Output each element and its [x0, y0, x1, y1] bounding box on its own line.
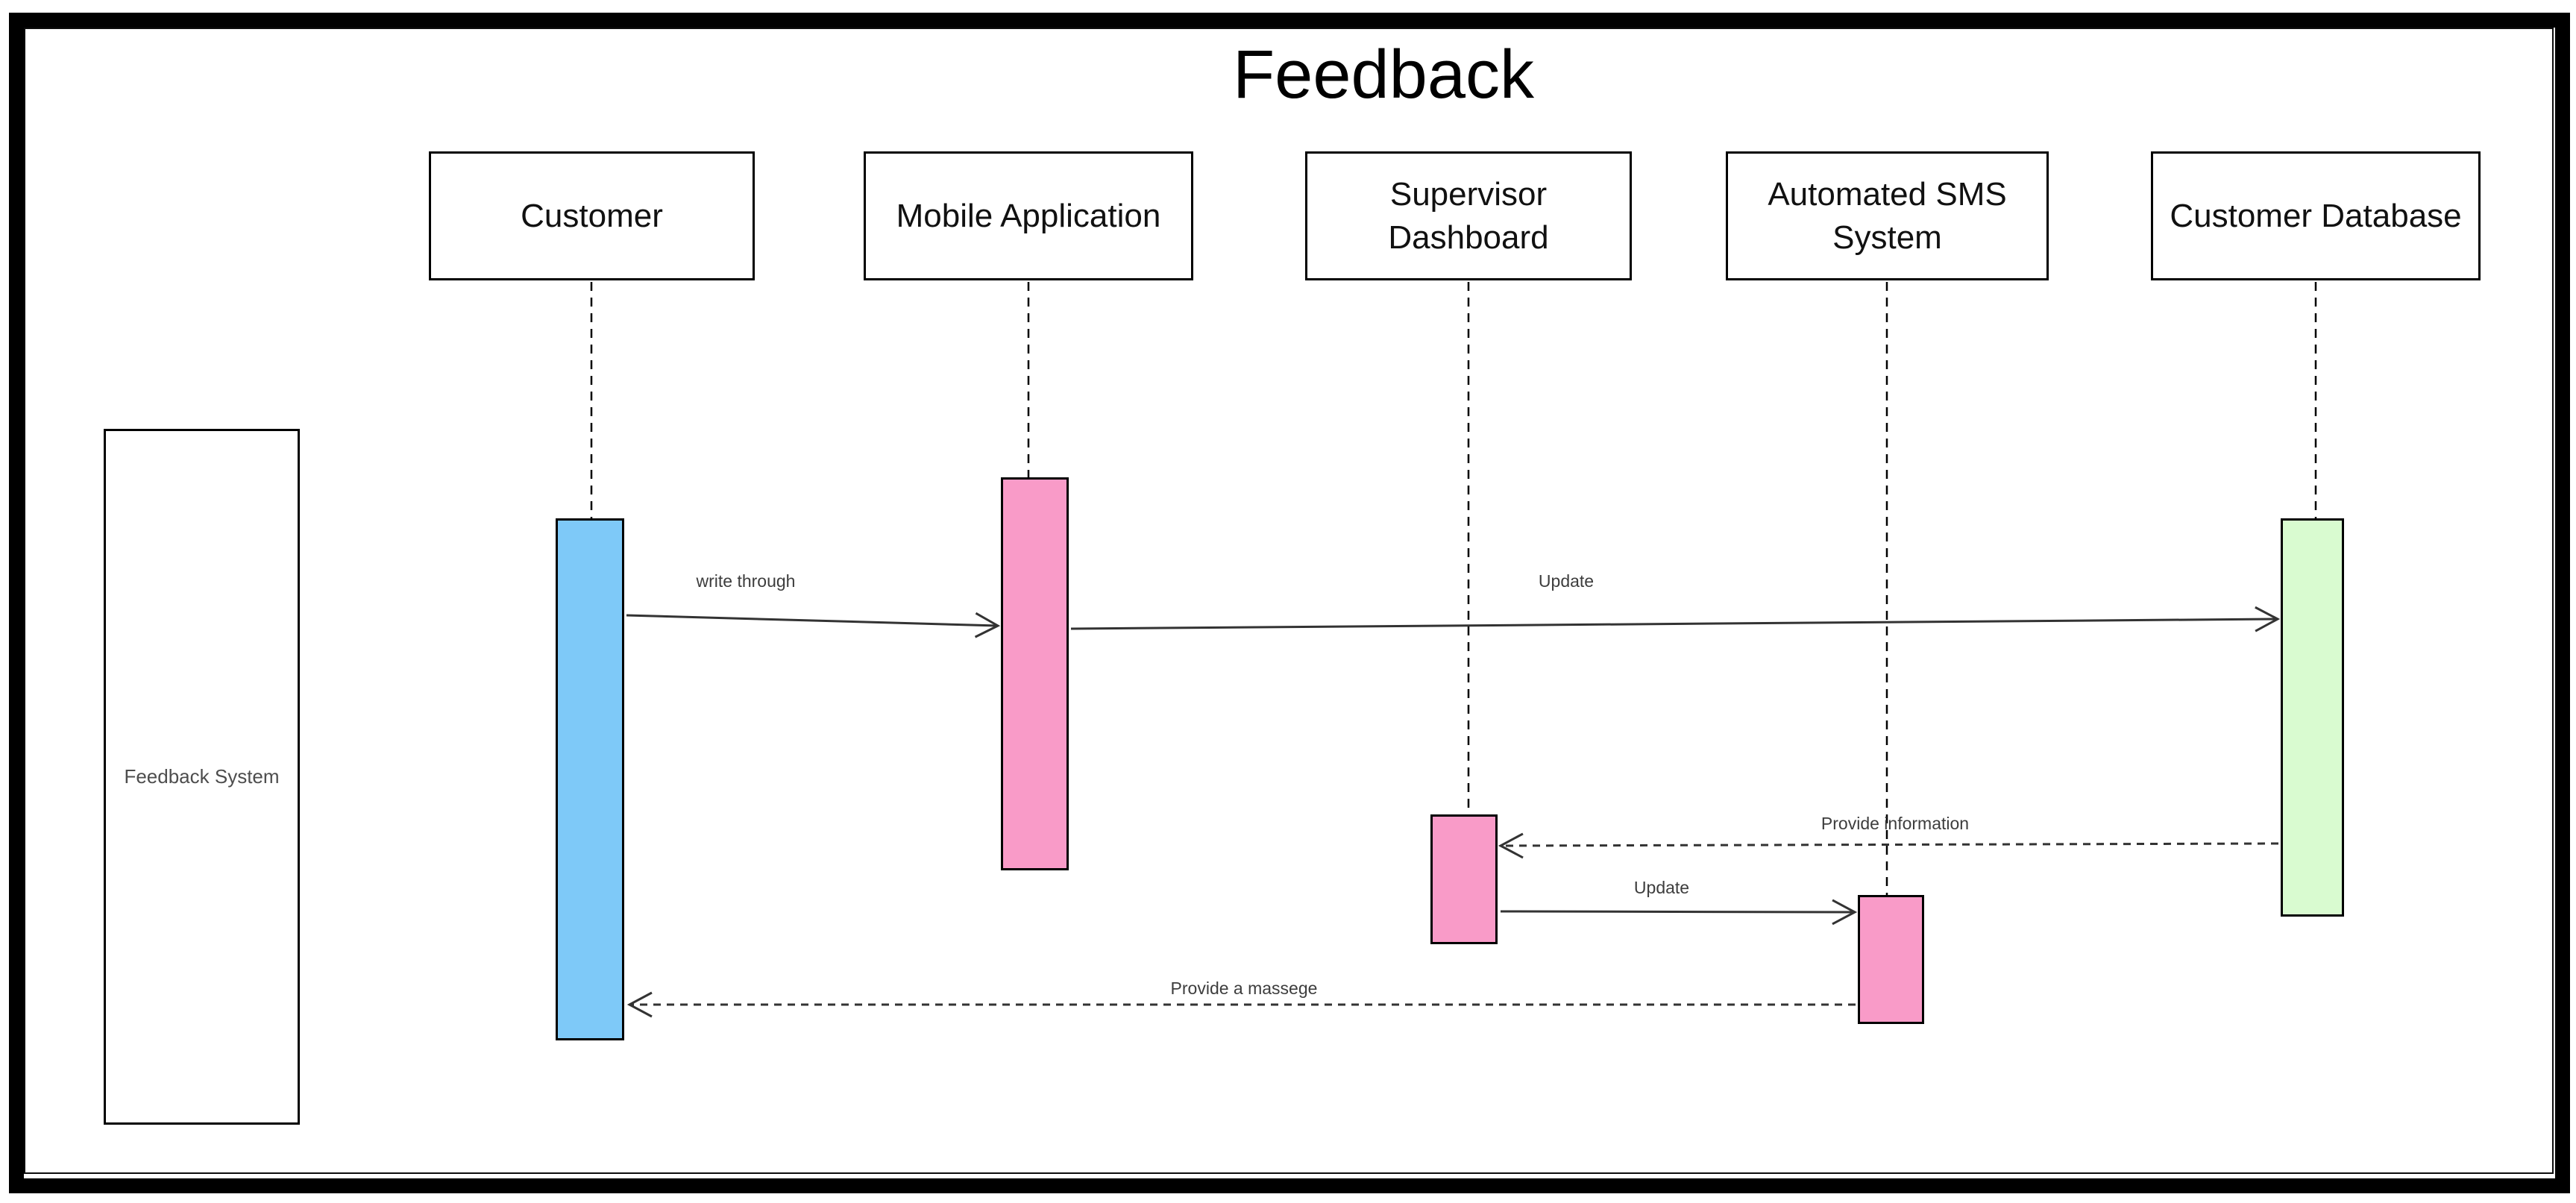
- actor-customer-database: Customer Database: [2151, 151, 2481, 280]
- activation-bar-mobile-application: [1001, 477, 1069, 870]
- actor-automated-sms-system: Automated SMS System: [1726, 151, 2049, 280]
- actor-automated-sms-system-label: Automated SMS System: [1768, 176, 2007, 256]
- message-label-write-through: write through: [696, 571, 796, 591]
- actor-customer: Customer: [429, 151, 755, 280]
- message-label-provide-a-massege: Provide a massege: [1170, 979, 1318, 998]
- message-label-update-to-sms: Update: [1633, 878, 1690, 897]
- activation-bar-automated-sms-system: [1858, 895, 1924, 1024]
- message-arrow-write-through: [626, 612, 1001, 638]
- system-boundary-box: Feedback System: [104, 429, 300, 1125]
- message-label-provide-information: Provide information: [1821, 814, 1970, 833]
- message-arrow-provide-information: [1498, 832, 2279, 859]
- actor-customer-database-label: Customer Database: [2170, 197, 2462, 234]
- actor-mobile-application-label: Mobile Application: [896, 197, 1161, 234]
- activation-bar-supervisor-dashboard: [1430, 814, 1498, 944]
- system-boundary-label: Feedback System: [124, 765, 280, 788]
- message-label-update-to-database: Update: [1538, 571, 1595, 591]
- activation-bar-customer-database: [2281, 518, 2344, 917]
- activation-bar-customer: [556, 518, 624, 1040]
- message-arrow-update-to-database: [1070, 606, 2281, 632]
- page-border-inner: [24, 28, 2554, 1174]
- actor-supervisor-dashboard-label: Supervisor Dashboard: [1388, 176, 1549, 256]
- actor-customer-label: Customer: [521, 197, 663, 234]
- diagram-title: Feedback: [1232, 37, 1535, 113]
- page-border-outer: [9, 13, 2570, 1193]
- actor-mobile-application: Mobile Application: [864, 151, 1193, 280]
- actor-supervisor-dashboard: Supervisor Dashboard: [1305, 151, 1632, 280]
- message-arrow-update-to-sms: [1500, 899, 1858, 926]
